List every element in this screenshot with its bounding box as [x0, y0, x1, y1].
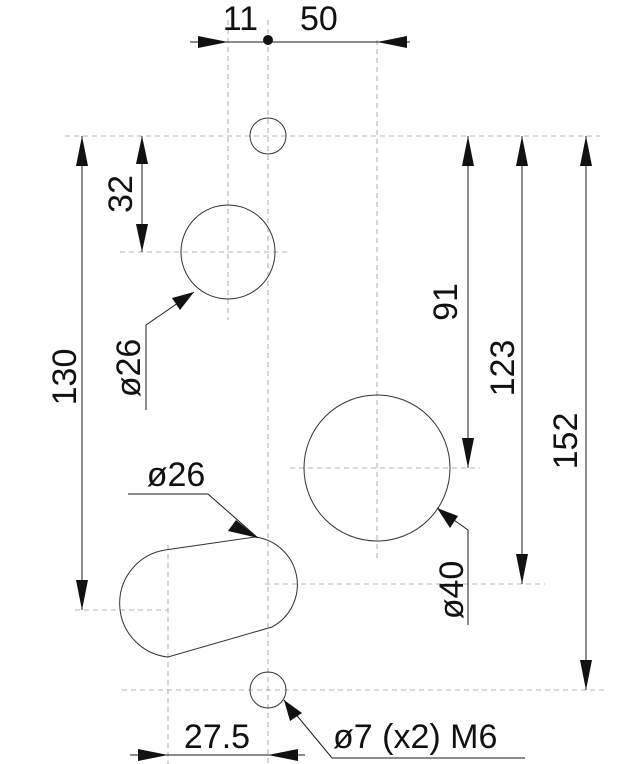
arrow-152-top	[580, 136, 592, 166]
arrow-91-top	[462, 136, 474, 166]
arrow-top-left	[198, 36, 228, 48]
arrow-130-top	[76, 136, 88, 166]
arrow-123-bottom	[516, 554, 528, 584]
arrow-32-bottom	[136, 224, 148, 252]
dimension-lines	[76, 36, 592, 761]
arrow-leader-hole-callout	[284, 700, 302, 721]
dim-text-dia26-upper: ø26	[110, 339, 148, 398]
upper-hole-d26	[180, 204, 276, 300]
top-reference-dot	[263, 35, 273, 45]
arrow-123-top	[516, 136, 528, 166]
dim-text-91: 91	[427, 283, 465, 321]
dim-text-123: 123	[484, 340, 522, 397]
arrow-130-bottom	[76, 580, 88, 610]
top-small-hole	[249, 117, 287, 155]
bottom-small-hole	[249, 671, 287, 709]
arrow-leader-d26-upper	[172, 292, 194, 310]
leader-hole-callout	[283, 699, 525, 759]
leader-d26-upper	[145, 291, 195, 410]
arrow-32-top	[136, 136, 148, 164]
leader-d26-slot	[128, 493, 259, 539]
dim-text-130: 130	[46, 349, 84, 406]
dim-text-27-5: 27.5	[184, 718, 250, 756]
arrow-top-right	[377, 36, 407, 48]
arrow-27-5-left	[138, 749, 168, 761]
arrow-91-bottom	[462, 438, 474, 468]
arrow-leader-d40	[437, 508, 458, 528]
dim-text-152: 152	[547, 413, 585, 470]
dim-text-dia40: ø40	[433, 561, 471, 620]
dim-text-32: 32	[102, 175, 140, 213]
center-lines	[65, 20, 605, 764]
slot-d26	[119, 536, 298, 658]
dim-text-hole-callout: ø7 (x2) M6	[333, 718, 497, 756]
arrow-leader-d26-slot	[228, 520, 258, 538]
arrow-152-bottom	[580, 660, 592, 690]
dim-text-top-right: 50	[300, 0, 338, 38]
dimension-texts: 11 50 32 130 ø26 91 123 152 ø40 ø26 27.5…	[46, 0, 585, 756]
arrow-27-5-right	[268, 749, 298, 761]
leaders	[128, 291, 525, 759]
dim-text-top-left: 11	[223, 0, 258, 38]
large-hole-d40	[303, 394, 451, 542]
dim-text-dia26-slot: ø26	[147, 456, 206, 494]
